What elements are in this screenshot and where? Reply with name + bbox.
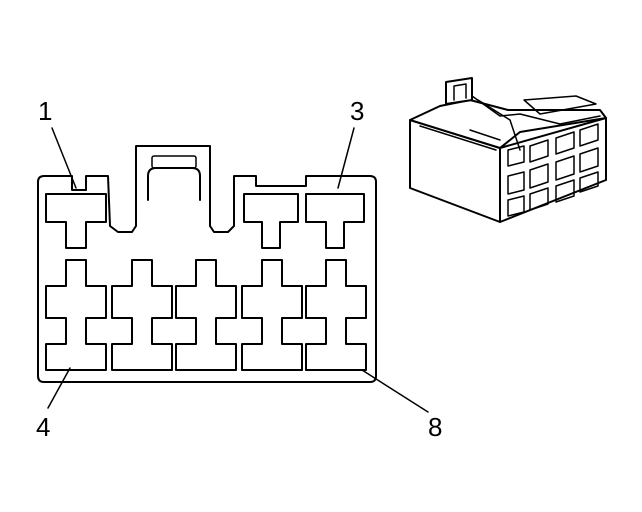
- cavity: [305, 259, 367, 371]
- pin-label-4: 4: [36, 412, 50, 442]
- cavity-row-bottom: [45, 259, 367, 371]
- cavity: [243, 193, 299, 249]
- leader-line-4: [47, 367, 71, 409]
- connector-3d-view: [409, 77, 607, 223]
- pin-label-3: 3: [350, 96, 364, 126]
- leader-line-8: [361, 369, 429, 413]
- leader-lines: [47, 127, 429, 413]
- cavity: [175, 259, 237, 371]
- leader-line-1: [51, 127, 77, 189]
- cavity: [45, 193, 107, 249]
- pin-label-1: 1: [38, 96, 52, 126]
- pin-label-8: 8: [428, 412, 442, 442]
- cavity: [45, 259, 107, 371]
- connector-face: [37, 145, 377, 383]
- cavity: [241, 259, 303, 371]
- cavity: [111, 259, 173, 371]
- cavity-row-top: [45, 193, 365, 249]
- cavity: [305, 193, 365, 249]
- leader-line-3: [337, 127, 355, 189]
